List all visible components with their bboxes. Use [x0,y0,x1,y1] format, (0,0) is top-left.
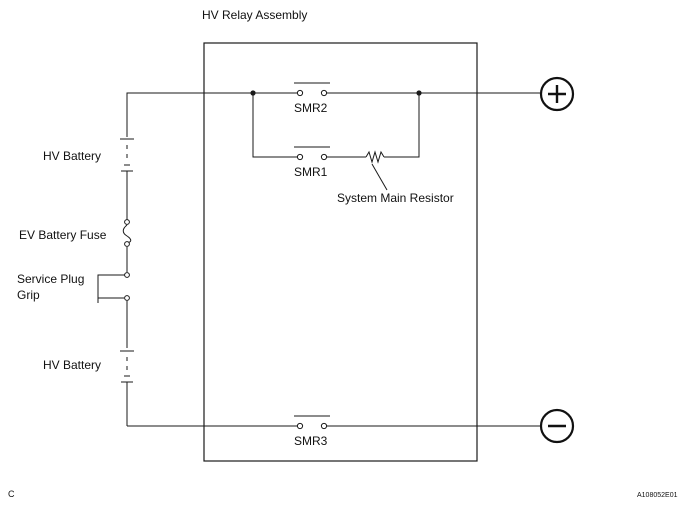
service-plug-terminal-bottom [124,295,130,301]
system-main-resistor-symbol [365,150,385,164]
relay-smr1-left-contact [296,153,304,161]
positive-line [126,92,540,137]
figure-id: A108052E01 [637,492,678,499]
hv-relay-assembly-box [203,42,478,462]
fuse-terminal-top [124,219,130,225]
ev-battery-fuse-symbol [122,224,132,243]
minus-icon [539,408,575,444]
system-main-resistor-label: System Main Resistor [337,191,454,205]
relay-smr1-right-contact [320,153,328,161]
service-plug-label-line1: Service Plug [17,272,84,286]
hv-battery-top-label: HV Battery [43,149,101,163]
relay-smr1: SMR1 [294,146,330,179]
resistor-leader-line [371,163,388,191]
hv-battery-bottom-label: HV Battery [43,358,101,372]
diagram-title: HV Relay Assembly [202,8,307,22]
relay-smr3-label: SMR3 [294,434,328,448]
relay-smr3-right-contact [320,422,328,430]
service-plug-bracket [97,274,125,303]
ev-battery-fuse-label: EV Battery Fuse [19,228,107,242]
battery-string [97,138,134,426]
relay-smr3: SMR3 [294,415,330,448]
plus-icon [539,76,575,112]
precharge-branch [252,93,420,164]
relay-smr3-left-contact [296,422,304,430]
footer-left-code: C [8,489,15,499]
service-plug-label-line2: Grip [17,288,40,302]
relay-smr2-label: SMR2 [294,101,328,115]
fuse-terminal-bottom [124,241,130,247]
service-plug-terminal-top [124,272,130,278]
relay-smr2-left-contact [296,89,304,97]
relay-smr1-label: SMR1 [294,165,328,179]
relay-smr2-right-contact [320,89,328,97]
relay-smr2: SMR2 [294,82,330,115]
